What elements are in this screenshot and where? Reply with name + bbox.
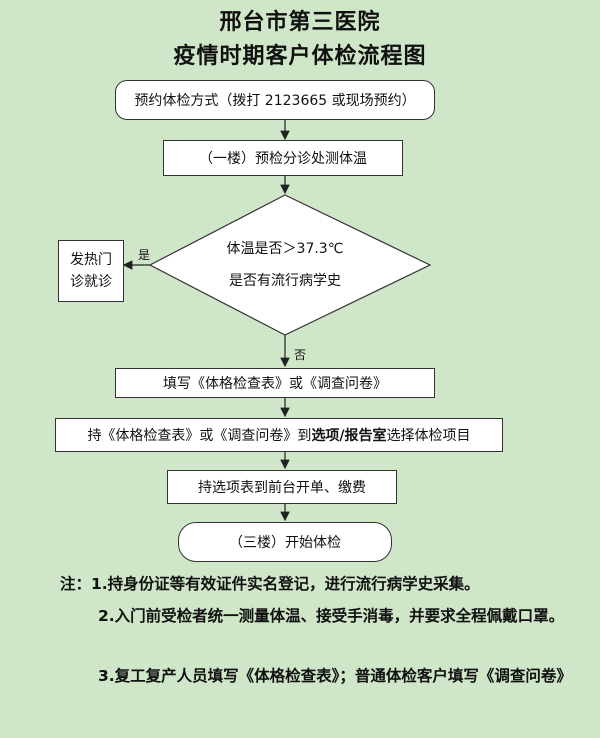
no-label: 否 [294,348,307,362]
decision-line-history: 是否有流行病学史 [229,273,341,289]
step-select-items-suffix: 选择体检项目 [386,428,471,444]
yes-label: 是 [138,248,151,262]
step-select-items-room: 选项/报告室 [311,428,387,444]
fever-clinic-line2: 诊就诊 [70,274,112,290]
fever-clinic-line1: 发热门 [70,252,112,268]
page-title: 邢台市第三医院 [219,10,381,35]
note-3: 3.复工复产人员填写《体格检查表》；普通体检客户填写《调查问卷》 [98,667,572,685]
fever-clinic-box: 发热门 诊就诊 [58,240,124,302]
note-1: 注：1.持身份证等有效证件实名登记，进行流行病学史采集。 [60,575,480,593]
step-select-items-prefix: 持《体格检查表》或《调查问卷》到 [87,428,312,444]
step-select-items: 持《体格检查表》或《调查问卷》到选项/报告室选择体检项目 [55,418,503,452]
step-appointment: 预约体检方式（拨打 2123665 或现场预约） [115,80,435,120]
step-triage: （一楼）预检分诊处测体温 [163,140,403,176]
note-2: 2.入门前受检者统一测量体温、接受手消毒，并要求全程佩戴口罩。 [98,607,565,625]
decision-line-temperature: 体温是否＞37.3℃ [226,241,344,257]
decision-text: 体温是否＞37.3℃ 是否有流行病学史 [170,233,400,297]
step-fill-forms: 填写《体格检查表》或《调查问卷》 [115,368,435,398]
step-register-pay: 持选项表到前台开单、缴费 [167,470,397,504]
page-subtitle: 疫情时期客户体检流程图 [173,44,427,69]
step-start-exam: （三楼）开始体检 [178,522,392,562]
